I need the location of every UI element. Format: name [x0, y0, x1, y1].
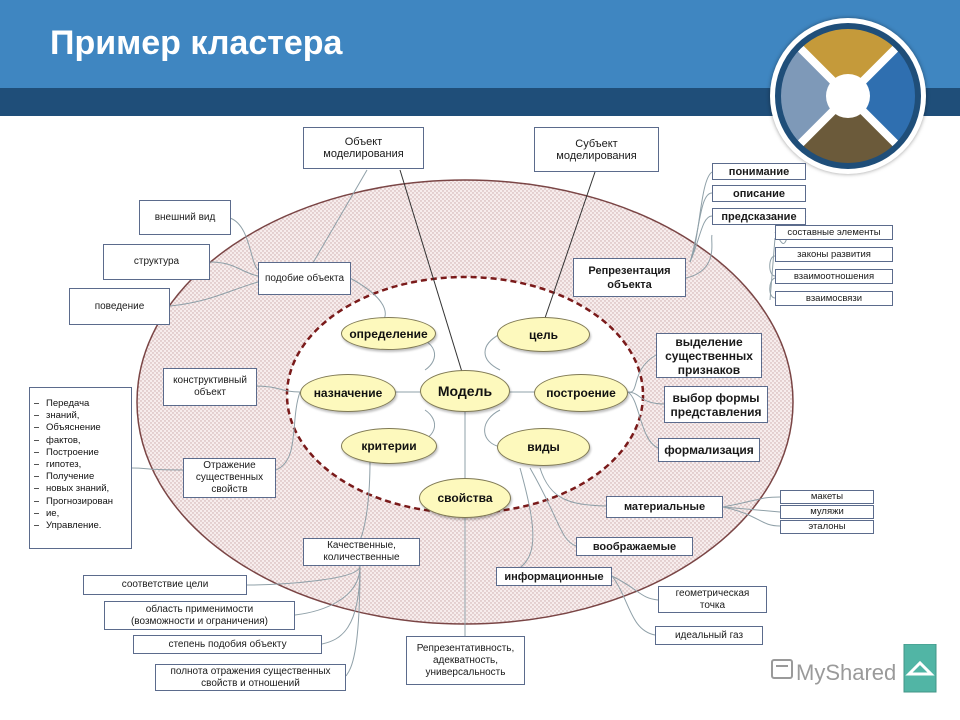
node-formalization: формализация — [658, 438, 760, 462]
left-list-item: знаний, — [34, 410, 127, 422]
node-similarity-degree: степень подобия объекту — [133, 635, 322, 654]
node-object: Объект моделирования — [303, 127, 424, 169]
left-list-item: Передача — [34, 398, 127, 410]
node-relations: взаимоотношения — [775, 269, 893, 284]
oval-kinds: виды — [497, 428, 590, 466]
left-list-item: ие, — [34, 508, 127, 520]
node-reflection: Отражение существенных свойств — [183, 458, 276, 498]
node-behavior: поведение — [69, 288, 170, 325]
myshared-watermark: MyShared — [770, 643, 940, 708]
node-goal-match: соответствие цели — [83, 575, 247, 595]
node-material: материальные — [606, 496, 723, 518]
left-list: Передача знаний, Объяснение фактов, Пост… — [29, 387, 132, 549]
left-list-item: фактов, — [34, 435, 127, 447]
node-understanding: понимание — [712, 163, 806, 180]
oval-definition: определение — [341, 317, 436, 350]
node-laws: законы развития — [775, 247, 893, 262]
myshared-text: MyShared — [796, 660, 897, 685]
node-imaginary: воображаемые — [576, 537, 693, 556]
node-prediction: предсказание — [712, 208, 806, 225]
node-essential: выделение существенных признаков — [656, 333, 762, 378]
node-constructive: конструктивный объект — [163, 368, 257, 406]
oval-properties: свойства — [419, 478, 511, 518]
left-list-item: Построение — [34, 447, 127, 459]
node-similarity: подобие объекта — [258, 262, 351, 295]
node-standards: эталоны — [780, 520, 874, 534]
node-links: взаимосвязи — [775, 291, 893, 306]
node-description: описание — [712, 185, 806, 202]
left-list-item: новых знаний, — [34, 483, 127, 495]
node-dummies: муляжи — [780, 505, 874, 519]
logo-image — [770, 18, 926, 174]
node-qualitative: Качественные, количественные — [303, 538, 420, 566]
left-list-item: Управление. — [34, 520, 127, 532]
node-subject: Субъект моделирования — [534, 127, 659, 172]
node-geom-point: геометрическая точка — [658, 586, 767, 613]
left-list-item: Прогнозирован — [34, 496, 127, 508]
node-informational: информационные — [496, 567, 612, 586]
node-components: составные элементы — [775, 225, 893, 240]
node-representativeness: Репрезентативность, адекватность, универ… — [406, 636, 525, 685]
page-title: Пример кластера — [50, 24, 343, 62]
connectors — [131, 169, 807, 677]
oval-criteria: критерии — [341, 428, 437, 464]
node-mockups: макеты — [780, 490, 874, 504]
node-ideal-gas: идеальный газ — [655, 626, 763, 645]
node-applicability: область применимости (возможности и огра… — [104, 601, 295, 630]
node-form-choice: выбор формы представления — [664, 386, 768, 423]
center-model: Модель — [420, 370, 510, 412]
left-list-item: Объяснение — [34, 422, 127, 434]
left-list-item: Получение — [34, 471, 127, 483]
node-completeness: полнота отражения существенных свойств и… — [155, 664, 346, 691]
left-list-item: гипотез, — [34, 459, 127, 471]
oval-purpose: назначение — [300, 374, 396, 412]
oval-goal: цель — [497, 317, 590, 352]
node-appearance: внешний вид — [139, 200, 231, 235]
node-representation: Репрезентация объекта — [573, 258, 686, 297]
oval-construction: построение — [534, 374, 628, 412]
node-structure: структура — [103, 244, 210, 280]
